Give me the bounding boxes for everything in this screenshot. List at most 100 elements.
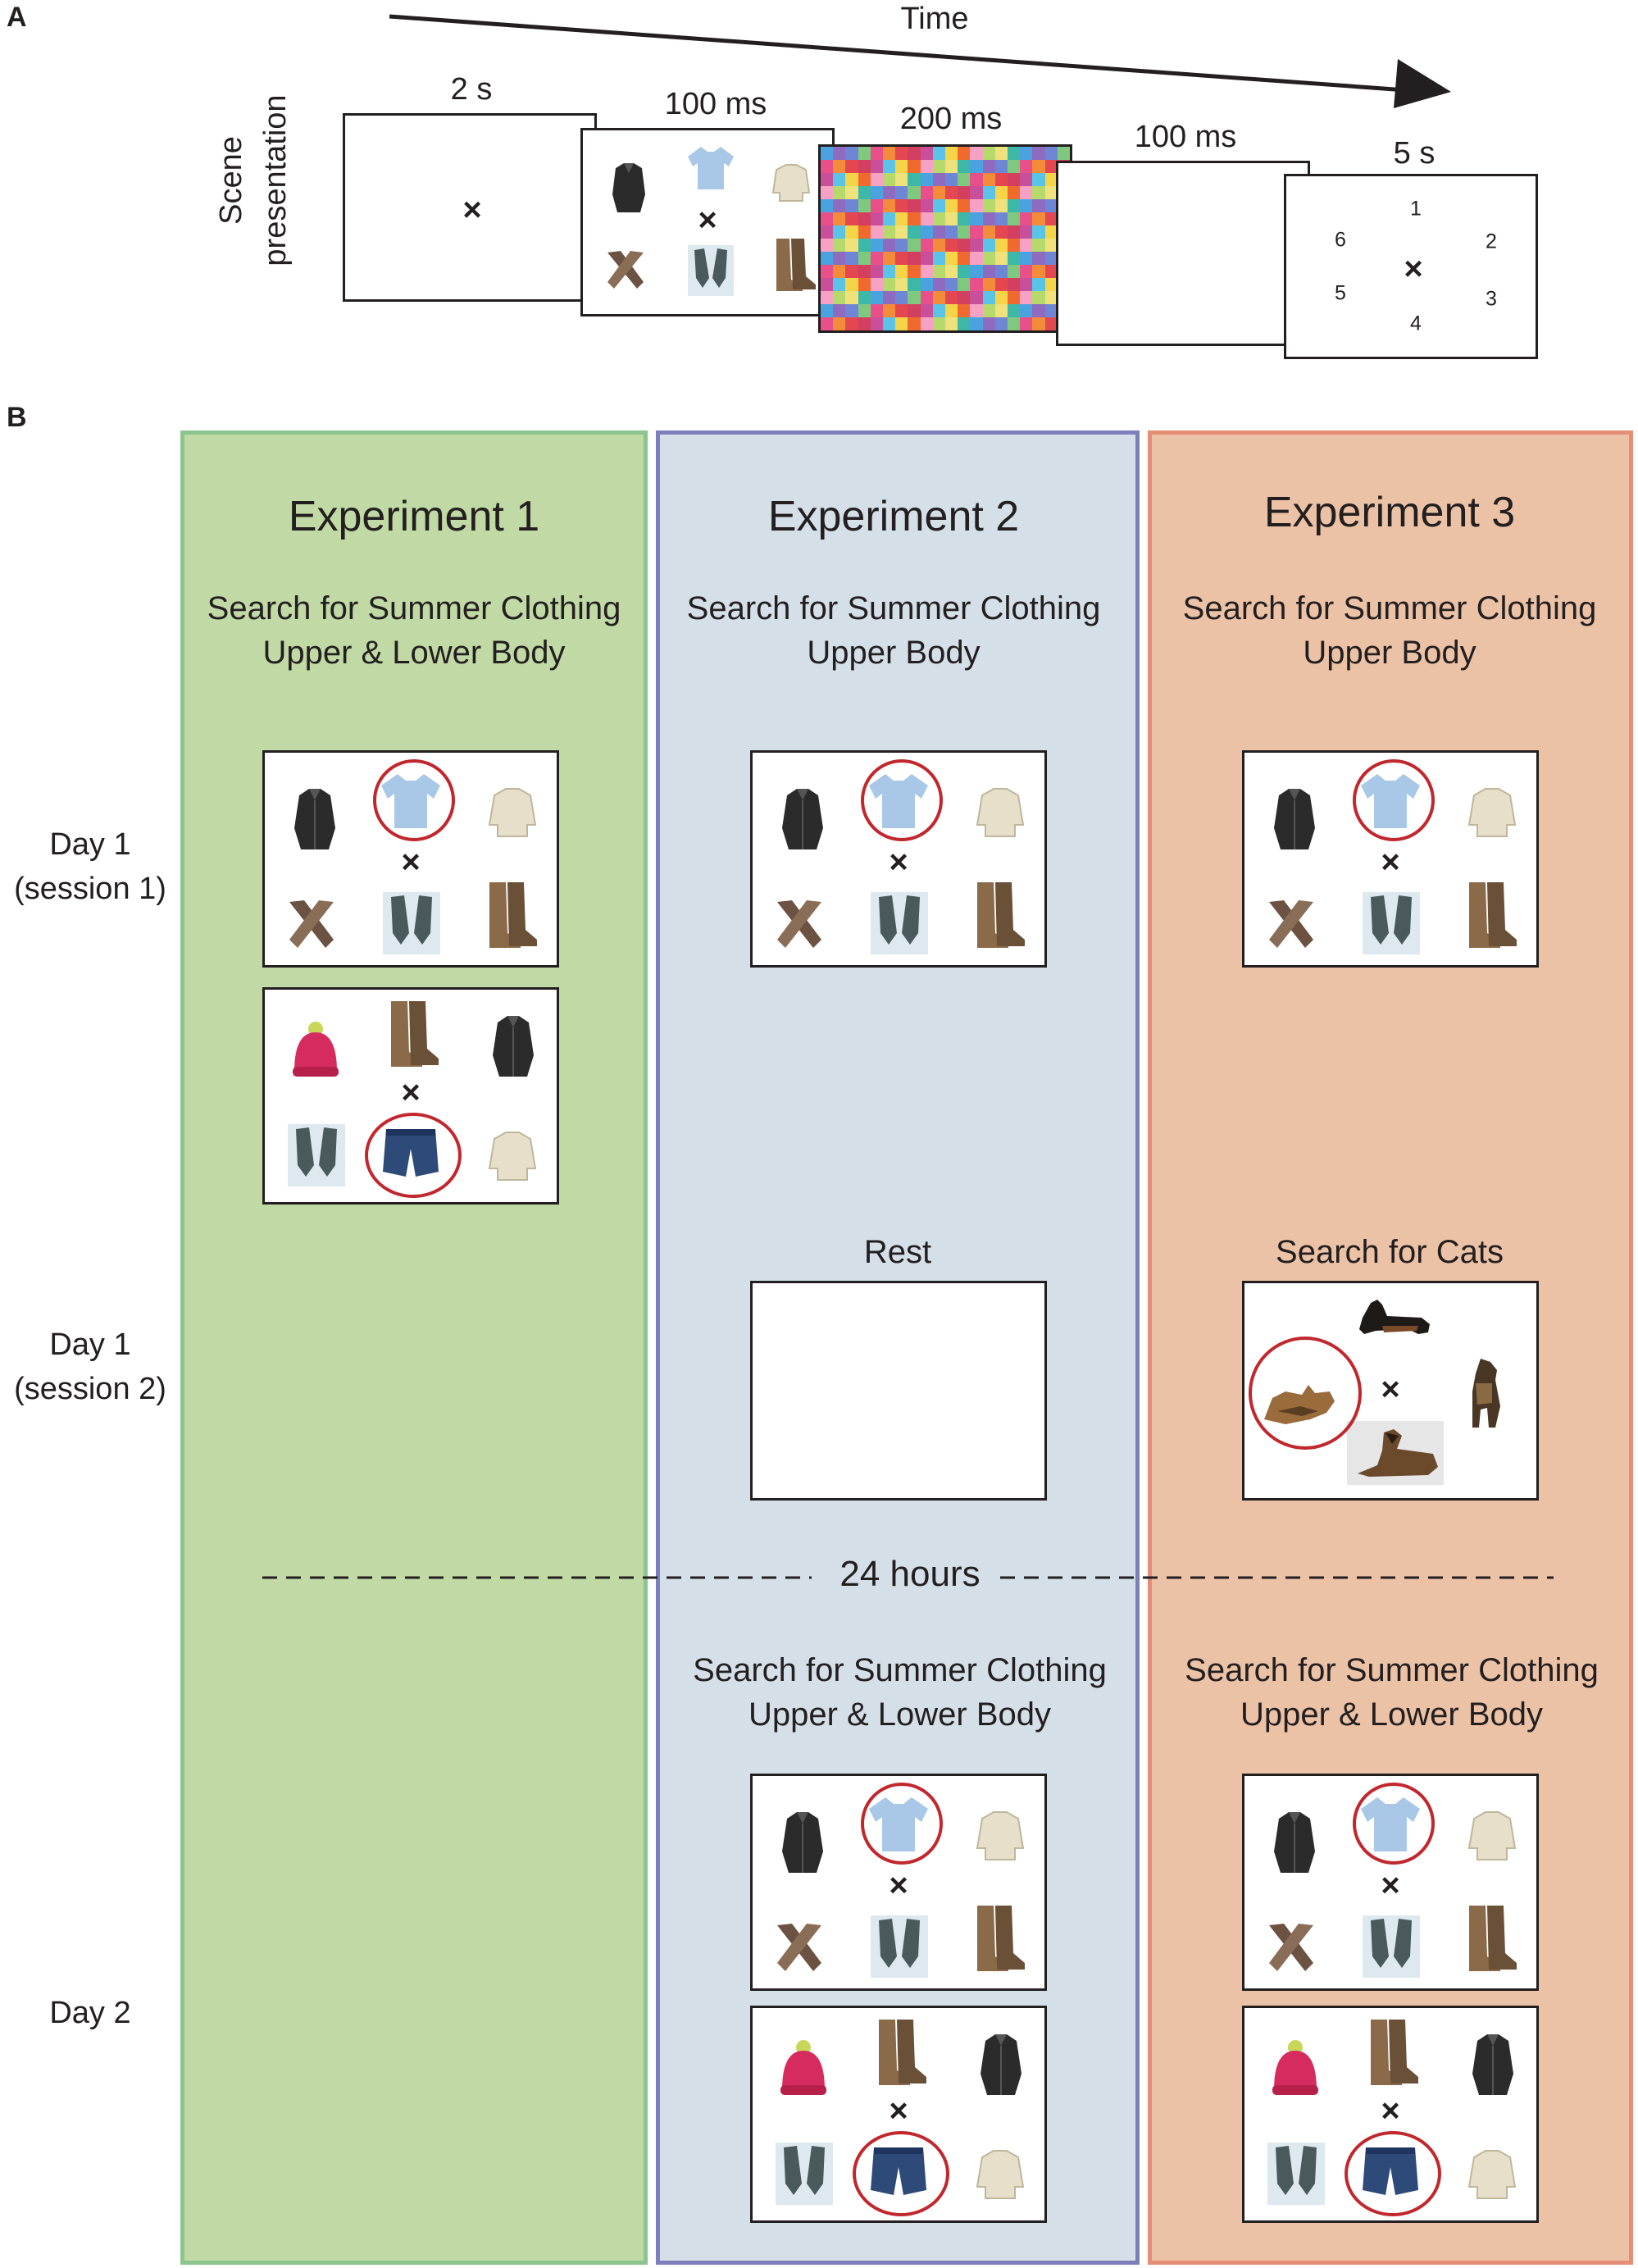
noise-pixel xyxy=(1007,199,1021,212)
noise-pixel xyxy=(833,265,846,278)
noise-pixel xyxy=(870,212,883,225)
noise-pixel xyxy=(870,278,883,291)
noise-pixel xyxy=(932,147,945,160)
noise-pixel xyxy=(895,291,908,304)
display-items: × xyxy=(1269,1797,1517,1978)
noise-pixel xyxy=(882,186,896,199)
noise-pixel xyxy=(895,252,908,265)
noise-pixel xyxy=(932,186,945,199)
noise-pixel xyxy=(882,160,896,173)
rest-display xyxy=(750,1281,1047,1501)
boots-icon xyxy=(489,882,537,948)
noise-pixel xyxy=(908,147,921,160)
noise-pixel xyxy=(870,160,883,173)
sweater-icon xyxy=(1467,1811,1517,1860)
fixation-cross: × xyxy=(889,845,908,881)
noise-pixel xyxy=(882,317,896,330)
noise-pixel xyxy=(908,252,921,265)
noise-pixel xyxy=(845,265,858,278)
noise-pixel xyxy=(932,252,945,265)
search-display-upper: × xyxy=(1242,750,1539,968)
noise-pixel xyxy=(895,147,908,160)
noise-pixel xyxy=(920,186,933,199)
noise-pixel xyxy=(1044,239,1058,252)
noise-pixel xyxy=(932,199,945,212)
dog-icon xyxy=(1359,1300,1430,1334)
jacket-icon xyxy=(782,789,823,849)
tshirt-icon xyxy=(688,147,734,189)
noise-pixel xyxy=(994,252,1008,265)
noise-pixel xyxy=(821,199,834,212)
fixation-cross: × xyxy=(889,1868,908,1904)
noise-pixel xyxy=(1020,278,1033,291)
noise-pixel xyxy=(1007,186,1021,199)
experiment-2-day2-task-line2: Upper & Lower Body xyxy=(748,1696,1052,1733)
noise-pixel xyxy=(1032,239,1045,252)
noise-pixel xyxy=(994,317,1008,330)
search-display-lower: × xyxy=(262,987,559,1205)
fixation-cross: × xyxy=(401,1075,420,1111)
noise-pixel xyxy=(994,186,1008,199)
noise-pixel xyxy=(932,225,945,239)
noise-pixel xyxy=(845,252,858,265)
noise-pixel xyxy=(970,147,983,160)
noise-pixel xyxy=(833,186,846,199)
frame-1-duration: 2 s xyxy=(450,72,493,107)
noise-pixel xyxy=(833,173,846,186)
noise-pixel xyxy=(1044,278,1058,291)
noise-pixel xyxy=(944,186,958,199)
noise-pixel xyxy=(882,239,896,252)
noise-pixel xyxy=(1032,265,1045,278)
noise-pixel xyxy=(870,173,883,186)
noise-pixel xyxy=(882,291,896,304)
location-number-4: 4 xyxy=(1410,312,1422,335)
noise-pixel xyxy=(920,173,933,186)
noise-pixel xyxy=(1007,225,1021,239)
experiment-1-column xyxy=(180,430,648,2265)
noise-pixel xyxy=(908,278,921,291)
row-label-day1-session2-line2: (session 2) xyxy=(14,1372,166,1406)
noise-pixel xyxy=(994,239,1008,252)
noise-pixel xyxy=(895,212,908,225)
noise-pixel xyxy=(858,225,871,239)
noise-pixel xyxy=(882,252,896,265)
noise-pixel xyxy=(882,212,896,225)
dog-icon xyxy=(1358,1429,1438,1477)
noise-pixel xyxy=(932,239,945,252)
noise-pixel xyxy=(982,212,995,225)
noise-pixel xyxy=(958,186,971,199)
sweater-icon xyxy=(976,1811,1025,1860)
noise-pixel xyxy=(994,173,1008,186)
noise-pixel xyxy=(958,160,971,173)
noise-pixel xyxy=(970,160,983,173)
target-circle xyxy=(1345,2131,1441,2216)
noise-pixel xyxy=(1007,173,1021,186)
target-circle xyxy=(853,2131,949,2216)
noise-pixel xyxy=(1007,147,1021,160)
noise-pixel xyxy=(1020,304,1033,317)
noise-pixel xyxy=(882,265,896,278)
noise-pixel xyxy=(970,173,983,186)
row-label-day1-session1: Day 1 (session 1) xyxy=(0,822,180,911)
noise-pixel xyxy=(1020,147,1033,160)
noise-pixel xyxy=(845,147,858,160)
fixation-cross: × xyxy=(1404,251,1423,287)
noise-pixel xyxy=(895,160,908,173)
noise-pixel xyxy=(1032,212,1045,225)
noise-pixel xyxy=(821,252,834,265)
noise-pixel xyxy=(920,265,933,278)
noise-pixel xyxy=(833,147,846,160)
noise-pixel xyxy=(982,304,995,317)
noise-pixel xyxy=(1044,160,1058,173)
noise-pixel xyxy=(932,265,945,278)
noise-pixel xyxy=(845,317,858,330)
experiment-2-day2-task: Search for Summer Clothing Upper & Lower… xyxy=(656,1648,1144,1737)
noise-pixel xyxy=(858,173,871,186)
noise-pixel xyxy=(920,317,933,330)
scarf-icon xyxy=(777,1924,821,1971)
noise-pixel xyxy=(882,278,896,291)
noise-pixel xyxy=(1044,186,1058,199)
fixation-frame: × xyxy=(343,113,597,302)
noise-pixel xyxy=(982,225,995,239)
noise-pixel xyxy=(858,239,871,252)
